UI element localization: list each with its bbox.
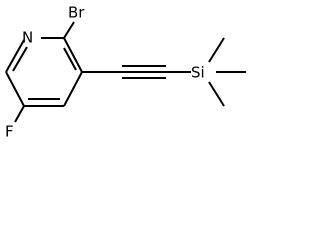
bond-c6-n (5, 39, 25, 73)
bromine-label: Br (68, 4, 85, 22)
bond-c6-n-inner (12, 46, 28, 72)
bond-c2-c3-inner (63, 47, 77, 71)
bond-c3-c4 (63, 71, 83, 107)
bond-c2-br (63, 21, 75, 39)
bond-si-methyl-down (208, 81, 225, 107)
bond-c5-c6 (5, 71, 25, 107)
fluorine-label: F (5, 123, 14, 141)
chemical-structure: N Br F Si (5, 4, 246, 141)
bond-c2-c3 (63, 37, 83, 73)
pyridine-ring (5, 37, 83, 107)
silicon-label: Si (191, 64, 205, 82)
bond-c5-f (14, 105, 25, 123)
triple-bond (122, 65, 166, 79)
bond-si-methyl-up (208, 37, 225, 63)
nitrogen-label: N (22, 29, 33, 47)
